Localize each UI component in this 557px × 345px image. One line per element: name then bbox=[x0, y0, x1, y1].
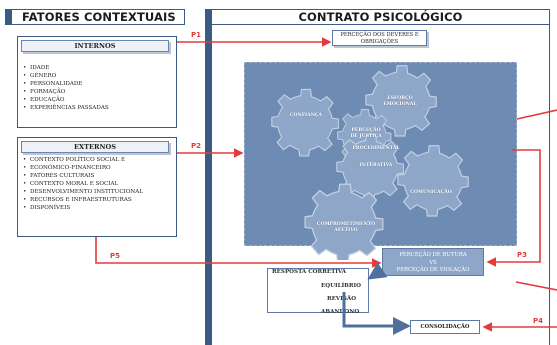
fatores-contextuais-header: FATORES CONTEXTUAIS bbox=[5, 9, 185, 25]
consolidation-label: CONSOLIDAÇÃO bbox=[420, 324, 470, 330]
internos-title: INTERNOS bbox=[74, 42, 116, 50]
externos-list: CONTEXTO POLÍTICO SOCIAL E ECONÓMICO-FIN… bbox=[23, 156, 143, 212]
rupture-vs: VS bbox=[429, 259, 437, 266]
response-box bbox=[267, 268, 369, 313]
rupture-line: PERCEÇÃO DE RUTURA bbox=[399, 252, 467, 258]
gear-label-procedimental: PROCEDIMENTAL bbox=[352, 146, 400, 151]
list-item: RECURSOS E INFRAESTRUTURAS bbox=[23, 196, 143, 204]
gear-label-interativa: INTERATIVA bbox=[359, 163, 393, 168]
label-p1: P1 bbox=[191, 31, 202, 39]
list-item: CONTEXTO POLÍTICO SOCIAL E bbox=[23, 156, 143, 164]
perception-duties-box: PERCEÇÃO DOS DEVERES E OBRIGAÇÕES bbox=[332, 30, 427, 46]
contrato-frame bbox=[205, 25, 550, 345]
arrow-right-bottom bbox=[515, 281, 557, 291]
violation-line: PERCEÇÃO DE VIOLAÇÃO bbox=[396, 267, 470, 273]
gear-label-comprometimento: COMPROMETIMENTO AFETIVO bbox=[316, 222, 376, 233]
list-item: PERSONALIDADE bbox=[23, 80, 109, 88]
label-p4: P4 bbox=[533, 317, 544, 325]
list-item: DESENVOLVIMENTO INSTITUCIONAL bbox=[23, 188, 143, 196]
label-p2: P2 bbox=[191, 142, 202, 150]
list-item: EDUCAÇÃO bbox=[23, 96, 109, 104]
response-title: RESPOSTA CORRETIVA bbox=[272, 269, 347, 275]
arrow-response-to-consolidation bbox=[342, 292, 411, 335]
label-p3: P3 bbox=[517, 251, 528, 259]
internos-header: INTERNOS bbox=[21, 40, 169, 52]
gear-label-esforco: ESFORÇO EMOCIONAL bbox=[383, 96, 417, 107]
gear-label-comunicacao: COMUNICAÇÃO bbox=[410, 190, 452, 195]
internos-panel: INTERNOS IDADE GÉNERO PERSONALIDADE FORM… bbox=[17, 36, 177, 128]
list-item: ECONÓMICO-FINANCEIRO bbox=[23, 164, 143, 172]
contrato-psicologico-header: CONTRATO PSICOLÓGICO bbox=[205, 9, 550, 25]
rupture-violation-box: PERCEÇÃO DE RUTURA VS PERCEÇÃO DE VIOLAÇ… bbox=[382, 248, 484, 276]
gear-label-justica: PERCEÇÃO DE JUSTIÇA bbox=[350, 128, 382, 139]
fatores-contextuais-title: FATORES CONTEXTUAIS bbox=[22, 10, 176, 24]
contrato-psicologico-title: CONTRATO PSICOLÓGICO bbox=[298, 10, 463, 24]
arrow-right-top bbox=[516, 109, 557, 120]
arrow-p3 bbox=[486, 149, 541, 267]
list-item: FORMAÇÃO bbox=[23, 88, 109, 96]
list-item: IDADE bbox=[23, 64, 109, 72]
perception-duties-label: PERCEÇÃO DOS DEVERES E OBRIGAÇÕES bbox=[340, 32, 419, 45]
internos-list: IDADE GÉNERO PERSONALIDADE FORMAÇÃO EDUC… bbox=[23, 64, 109, 112]
label-p5: P5 bbox=[110, 252, 121, 260]
list-item: FATORES CULTURAIS bbox=[23, 172, 143, 180]
response-item-revisao: REVISÃO bbox=[327, 296, 357, 302]
list-item: DISPONÍVEIS bbox=[23, 204, 143, 212]
response-item-abandono: ABANDONO bbox=[321, 309, 360, 315]
response-item-equilibrio: EQUILÍBRIO bbox=[321, 283, 362, 289]
list-item: CONTEXTO MORAL E SOCIAL bbox=[23, 180, 143, 188]
externos-title: EXTERNOS bbox=[73, 143, 117, 151]
arrow-p5 bbox=[95, 237, 382, 268]
arrow-rupture-to-response bbox=[367, 262, 388, 280]
externos-header: EXTERNOS bbox=[21, 141, 169, 153]
gear-label-confianca: CONFIANÇA bbox=[289, 113, 323, 118]
list-item: EXPERIÊNCIAS PASSADAS bbox=[23, 104, 109, 112]
list-item: GÉNERO bbox=[23, 72, 109, 80]
externos-panel: EXTERNOS CONTEXTO POLÍTICO SOCIAL E ECON… bbox=[17, 137, 177, 237]
